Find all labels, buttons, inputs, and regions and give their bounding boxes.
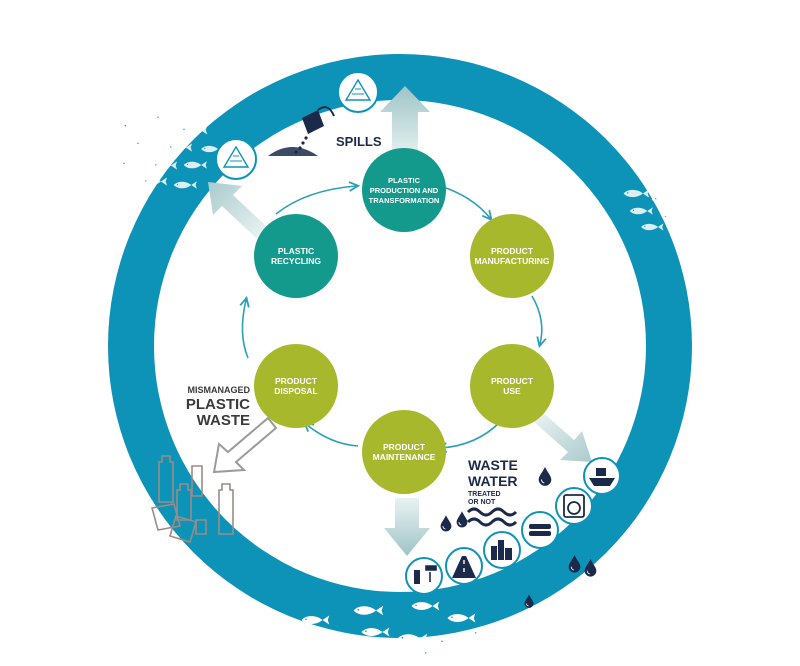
node-label-line: MANUFACTURING	[474, 256, 549, 266]
arrow-to-ocean-production	[380, 86, 430, 158]
node-label-line: PRODUCTION AND	[370, 186, 439, 195]
mismanaged-label: MISMANAGED	[188, 385, 251, 395]
waste-water-label-1: WASTE	[468, 457, 518, 473]
arrow-to-ocean-maintenance	[384, 498, 430, 556]
node-label-line: MAINTENANCE	[373, 452, 436, 462]
node-label-line: PLASTIC	[388, 176, 421, 185]
waste-water-label-2: WATER	[468, 473, 518, 489]
node-label-line: USE	[503, 386, 521, 396]
node-label-line: DISPOSAL	[274, 386, 317, 396]
treated-label-2: OR NOT	[468, 499, 496, 506]
node-circle	[470, 214, 554, 298]
node-label-line: RECYCLING	[271, 256, 321, 266]
city-icon	[483, 531, 521, 569]
node-label-line: PRODUCT	[383, 442, 426, 452]
treated-label-1: TREATED	[468, 491, 501, 498]
road-tire-icon	[445, 547, 483, 585]
arrow-to-ocean-recycling	[208, 182, 267, 238]
waste-label: WASTE	[197, 412, 250, 429]
plastic-label: PLASTIC	[186, 396, 250, 413]
bucket-spill-icon	[268, 106, 335, 156]
node-label-line: PLASTIC	[278, 246, 314, 256]
textile-icon	[521, 511, 559, 549]
node-label-line: PRODUCT	[491, 246, 534, 256]
node-label-line: PRODUCT	[275, 376, 318, 386]
node-circle	[470, 344, 554, 428]
node-label-line: TRANSFORMATION	[369, 196, 440, 205]
node-circle	[254, 214, 338, 298]
washing-machine-icon	[555, 487, 593, 525]
arrow-mismanaged-waste	[212, 416, 278, 474]
pellet-pile-icon	[337, 71, 379, 113]
node-circle	[254, 344, 338, 428]
arrow-to-ocean-use	[534, 410, 592, 462]
cycle-arrows	[242, 186, 541, 448]
node-circle	[362, 410, 446, 494]
pellet-pile-icon	[215, 138, 257, 180]
ship-icon	[583, 457, 621, 495]
node-circle	[362, 148, 446, 232]
cosmetics-shower-icon	[405, 557, 443, 595]
spills-label: SPILLS	[336, 134, 382, 149]
plastic-bottle-icon	[150, 455, 234, 543]
node-label-line: PRODUCT	[491, 376, 534, 386]
wave-icon	[466, 507, 518, 527]
